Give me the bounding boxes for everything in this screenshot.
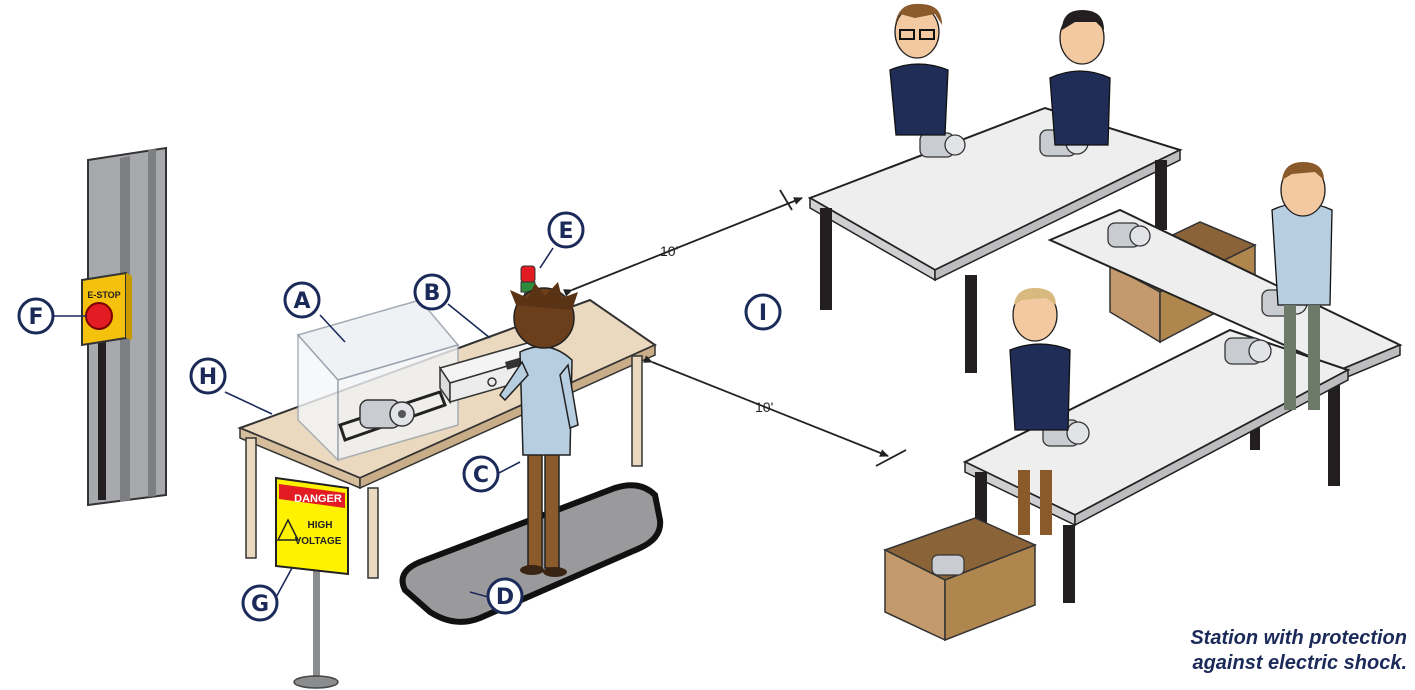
distance-upper-label: 10' xyxy=(660,243,678,259)
callout-c: C xyxy=(464,457,498,491)
svg-text:B: B xyxy=(424,281,441,306)
worker-1 xyxy=(890,4,948,135)
danger-header: DANGER xyxy=(294,493,342,505)
motor-under-test xyxy=(360,400,414,428)
worker-2 xyxy=(1050,10,1110,145)
distance-lower-label: 10' xyxy=(755,399,773,415)
danger-sign-post xyxy=(294,570,338,688)
svg-text:E: E xyxy=(558,219,573,244)
distance-upper: 10' xyxy=(572,190,802,290)
svg-text:G: G xyxy=(251,592,269,617)
motor-icon-1 xyxy=(920,133,965,157)
callout-e: E xyxy=(549,213,583,247)
danger-sign: DANGER HIGH VOLTAGE xyxy=(276,478,348,574)
estop-button[interactable] xyxy=(86,303,112,329)
callout-g: G xyxy=(243,586,277,620)
danger-line2: VOLTAGE xyxy=(295,536,342,547)
callout-d: D xyxy=(488,579,522,613)
danger-line1: HIGH xyxy=(308,520,333,531)
svg-text:H: H xyxy=(199,365,217,390)
motor-icon-3 xyxy=(1108,223,1150,247)
svg-text:C: C xyxy=(473,463,489,488)
svg-text:I: I xyxy=(759,301,767,326)
estop-label: E-STOP xyxy=(87,290,120,300)
figure-caption: Station with protection against electric… xyxy=(1067,626,1407,676)
distance-lower: 10' xyxy=(652,362,906,466)
caption-line-1: Station with protection xyxy=(1067,626,1407,651)
svg-text:F: F xyxy=(28,305,43,330)
box-lower xyxy=(885,518,1035,640)
callout-h: H xyxy=(191,359,225,393)
callout-a: A xyxy=(285,283,319,317)
caption-line-2: against electric shock. xyxy=(1067,651,1407,676)
svg-text:A: A xyxy=(293,289,310,314)
svg-text:D: D xyxy=(496,585,514,610)
callout-f: F xyxy=(19,299,53,333)
motor-icon-5 xyxy=(1225,338,1271,364)
callout-i: I xyxy=(746,295,780,329)
callout-b: B xyxy=(415,275,449,309)
